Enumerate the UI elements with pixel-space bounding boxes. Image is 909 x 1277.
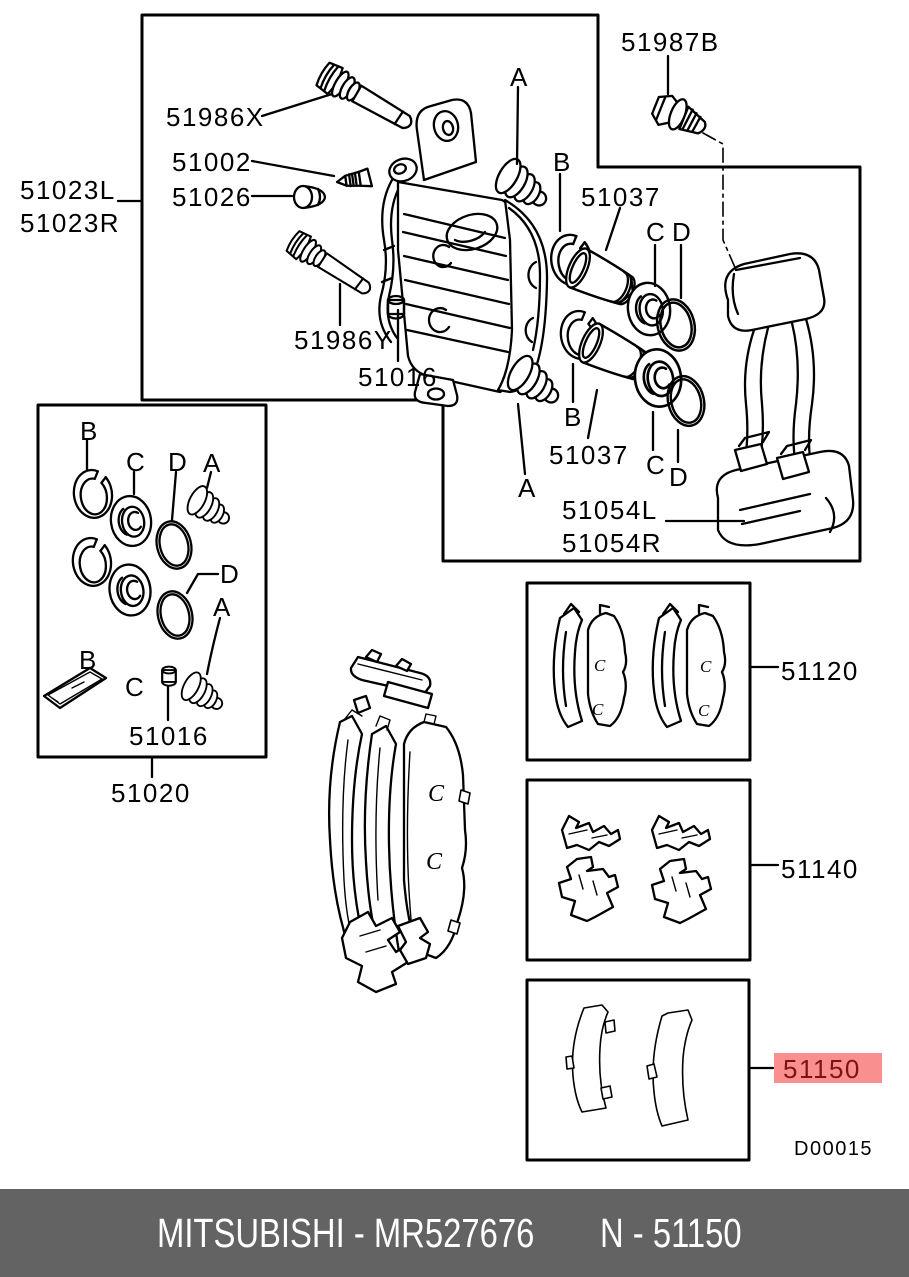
callout-kit-c2: C [125, 672, 146, 702]
part-label-51054r: 51054R [562, 528, 663, 558]
part-label-51150-highlighted: 51150 [783, 1054, 861, 1084]
footer-banner [0, 1189, 909, 1277]
bleeder-cap-drawing [292, 184, 327, 210]
part-label-51054l: 51054L [562, 495, 658, 525]
part-label-51016-kit: 51016 [129, 721, 209, 751]
svg-text:C: C [426, 849, 443, 875]
part-label-51002: 51002 [172, 147, 252, 177]
callout-kit-b2: B [79, 645, 98, 675]
highlight-box-51150: 51150 [774, 1053, 882, 1083]
part-label-51020: 51020 [111, 778, 191, 808]
part-label-51037-lower: 51037 [549, 440, 629, 470]
svg-text:C: C [592, 700, 604, 719]
callout-kit-c1: C [126, 447, 147, 477]
carrier-bracket-drawing [715, 252, 855, 547]
bushing-upper-drawing [386, 294, 406, 320]
callout-c-upper: C [646, 217, 667, 247]
part-label-51986y: 51986Y [294, 325, 393, 355]
hardware-kit-box-frame [525, 778, 752, 962]
part-label-51120: 51120 [781, 656, 859, 686]
part-label-51026: 51026 [172, 182, 252, 212]
caliper-body-drawing [378, 98, 549, 408]
callout-kit-d1: D [168, 447, 189, 477]
leader-lines [85, 54, 780, 1070]
lock-bolt-drawing [648, 89, 738, 273]
svg-text:C: C [428, 781, 445, 807]
shim-kit-contents-drawing [565, 1004, 693, 1127]
part-label-51987b: 51987B [621, 27, 720, 57]
callout-kit-a2: A [213, 592, 232, 622]
guide-pin-upper-drawing [313, 59, 420, 139]
shim-kit-box-frame [525, 978, 751, 1162]
part-label-51986x: 51986X [166, 102, 265, 132]
pad-assembly-drawing: C C [327, 648, 471, 994]
callout-b-upper: B [553, 147, 572, 177]
callout-a-top: A [510, 62, 529, 92]
callout-d-lower: D [669, 462, 690, 492]
svg-text:C: C [700, 657, 712, 676]
part-label-51037-upper: 51037 [581, 182, 661, 212]
drawing-code: D00015 [794, 1138, 874, 1160]
carrier-box-frame [441, 165, 862, 563]
pad-set-contents-drawing: C C C C [552, 602, 727, 729]
callout-kit-d2: D [220, 559, 241, 589]
callout-c-lower: C [646, 450, 667, 480]
callout-kit-a1: A [203, 448, 222, 478]
part-label-51140: 51140 [781, 854, 859, 884]
part-label-51023r: 51023R [20, 208, 121, 238]
callout-d-upper: D [672, 217, 693, 247]
hardware-kit-contents-drawing [557, 814, 713, 925]
footer-part-ref: N - 51150 [600, 1210, 742, 1256]
svg-text:C: C [594, 656, 606, 675]
callout-kit-b1: B [80, 416, 99, 446]
part-label-51016-top: 51016 [358, 362, 438, 392]
callout-b-lower: B [564, 402, 583, 432]
svg-text:C: C [698, 701, 710, 720]
footer-brand-part: MITSUBISHI - MR527676 [157, 1210, 535, 1256]
callout-a-lower: A [518, 473, 537, 503]
caliper-box-frame [140, 13, 600, 402]
pad-set-box-frame [525, 581, 752, 762]
bleeder-screw-drawing [334, 167, 374, 193]
guide-pin-lower-drawing [283, 227, 378, 303]
part-label-51023l: 51023L [20, 175, 116, 205]
